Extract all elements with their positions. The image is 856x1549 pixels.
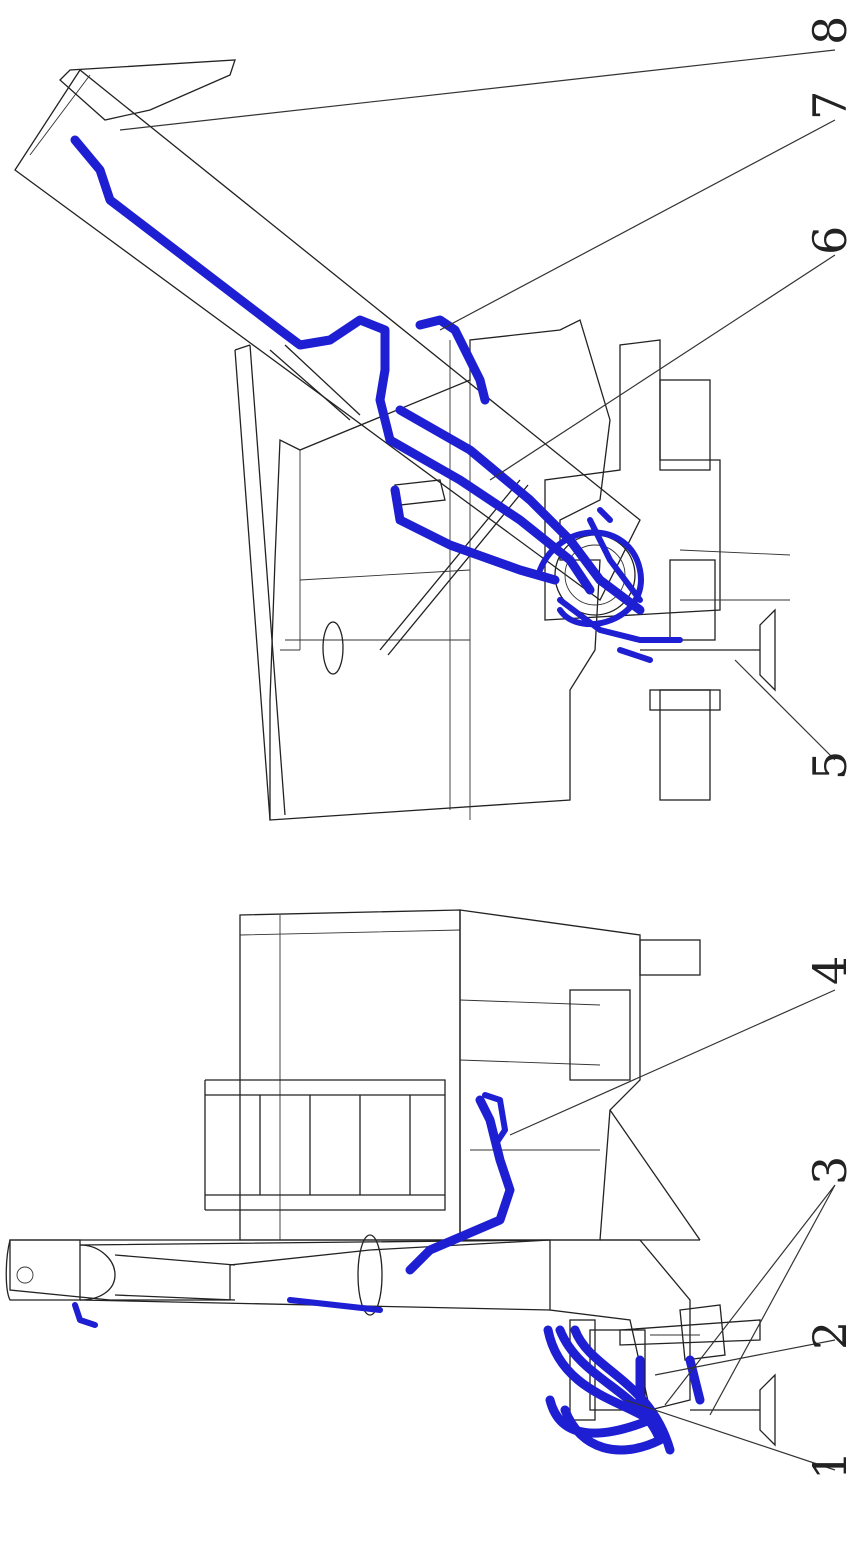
side-lower-body: [459, 909, 641, 1241]
leader-7: [439, 119, 836, 331]
label-7: 7: [803, 91, 856, 120]
hopper-body: [269, 319, 611, 821]
leader-5: [734, 659, 836, 761]
top-view-hoses: [70, 135, 683, 663]
label-8: 8: [803, 16, 856, 45]
hose-main-arm: [70, 135, 595, 595]
railing: [204, 1079, 446, 1211]
label-5: 5: [803, 751, 856, 780]
lift-cylinder: [394, 479, 446, 506]
conveyor-arm: [14, 69, 641, 601]
discharge-spout: [59, 59, 236, 121]
number-labels: 8 7 6 5 4 3 2 1: [803, 16, 856, 1480]
label-3: 3: [803, 1156, 856, 1185]
label-1: 1: [803, 1451, 856, 1480]
inclined-frame: [234, 344, 286, 821]
hose-column: [405, 1095, 515, 1275]
jack-stand: [640, 608, 776, 692]
label-4: 4: [803, 956, 856, 985]
leader-4: [509, 989, 836, 1136]
top-view-machine: [14, 59, 791, 821]
discharge-head: [5, 1239, 81, 1301]
label-6: 6: [803, 226, 856, 255]
inspection-port: [322, 621, 344, 675]
side-hopper-body: [239, 909, 461, 1241]
leader-1: [624, 1399, 836, 1471]
label-2: 2: [803, 1321, 856, 1350]
leader-8: [119, 49, 836, 131]
chassis-frame: [544, 339, 721, 621]
bottom-view-hoses: [72, 1092, 705, 1455]
side-jack-stand: [690, 1373, 776, 1447]
leader-lines: [119, 49, 836, 1471]
pto-shaft: [619, 1319, 761, 1346]
leader-6: [489, 254, 836, 481]
bottom-view-machine: [5, 909, 776, 1447]
leader-2: [654, 1339, 836, 1376]
leader-3: [664, 1184, 836, 1416]
chain: [679, 549, 791, 601]
